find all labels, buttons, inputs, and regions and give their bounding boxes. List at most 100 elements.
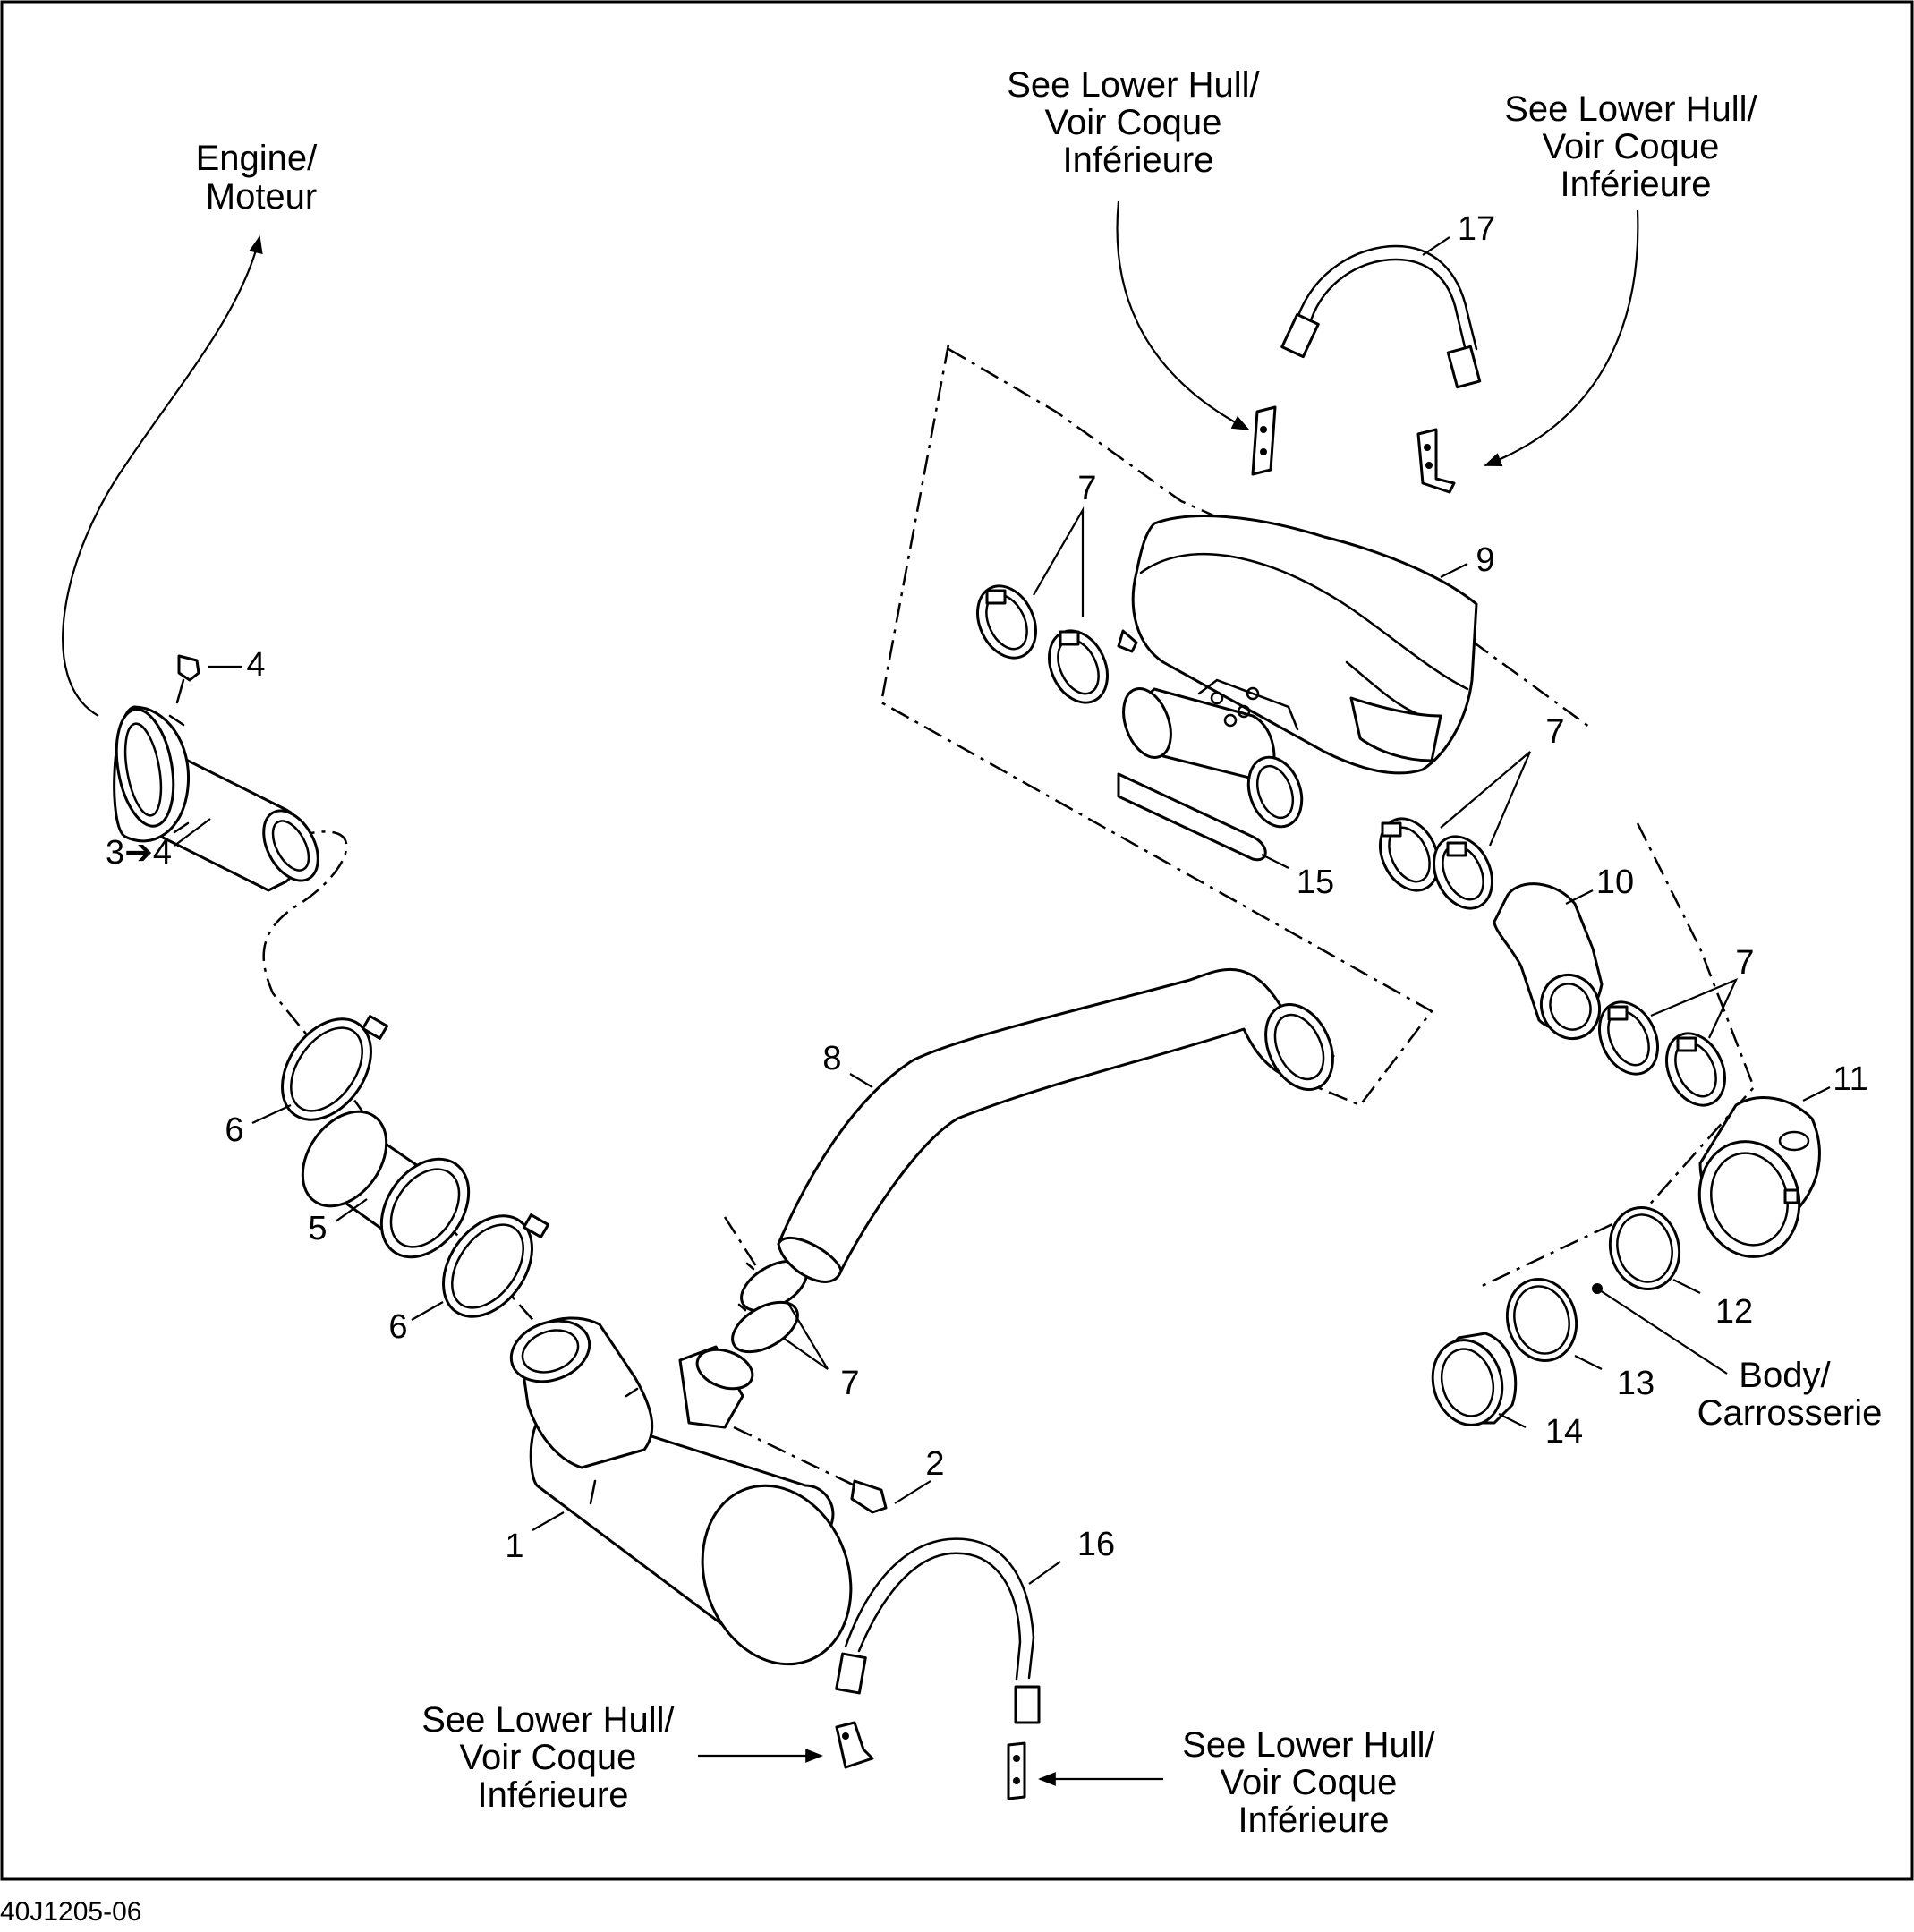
body-label-line2: Carrosserie <box>1697 1393 1883 1433</box>
part-6-clamp-upper <box>281 1015 389 1121</box>
part-2-temperature-sensor <box>844 1479 888 1514</box>
part-10-elbow-hose <box>1493 882 1604 1041</box>
leader-p15 <box>1261 854 1289 869</box>
leader-p5 <box>335 1198 368 1222</box>
engine-leader <box>62 235 263 717</box>
body-leader <box>1596 1288 1728 1375</box>
strap-17-bracket-right <box>1416 428 1456 494</box>
part-7-clamps-muffler <box>731 1259 808 1354</box>
hull-tr-line3: Inférieure <box>1561 165 1712 204</box>
callout-6b: 6 <box>388 1308 407 1346</box>
leader-p16 <box>1028 1561 1061 1585</box>
part-14-nut <box>1431 1332 1518 1426</box>
callout-10: 10 <box>1596 864 1634 901</box>
leader-p2 <box>894 1480 931 1504</box>
body-label-line1: Body/ <box>1739 1356 1831 1395</box>
assembly-line-sensor <box>733 1426 855 1487</box>
see-lower-hull-bottom-right: See Lower Hull/ Voir Coque Inférieure <box>1182 1725 1445 1840</box>
engine-label-line2: Moteur <box>206 177 318 217</box>
callout-17: 17 <box>1458 210 1495 248</box>
hull-br-line2: Voir Coque <box>1220 1763 1397 1802</box>
part-13-gasket <box>1505 1277 1578 1363</box>
part-8-exhaust-hose <box>777 967 1335 1283</box>
callout-1: 1 <box>505 1528 523 1565</box>
leader-p1 <box>532 1511 565 1531</box>
part-9-resonator <box>1117 515 1478 829</box>
strap-16-bracket-left <box>835 1721 874 1769</box>
strap-17-bracket-left <box>1251 405 1277 476</box>
hull-bl-line2: Voir Coque <box>459 1738 636 1777</box>
hull-br-line3: Inférieure <box>1238 1800 1390 1840</box>
hull-tr-line1: See Lower Hull/ <box>1504 89 1757 129</box>
assembly-line-upper <box>262 830 538 1325</box>
see-lower-hull-top-left: See Lower Hull/ Voir Coque Inférieure <box>1007 65 1270 180</box>
callout-14: 14 <box>1545 1413 1583 1451</box>
callout-5: 5 <box>308 1210 327 1247</box>
callout-7c: 7 <box>1735 944 1754 982</box>
leader-p12 <box>1672 1279 1701 1294</box>
part-7-clamps-box-inlet <box>976 584 1109 704</box>
leader-p13 <box>1574 1355 1603 1370</box>
part-1-muffler <box>509 1316 853 1666</box>
callout-2: 2 <box>925 1445 944 1483</box>
leader-p8 <box>849 1073 873 1088</box>
callout-7d: 7 <box>840 1365 859 1402</box>
leader-p10 <box>1565 889 1594 905</box>
hull-bl-line1: See Lower Hull/ <box>421 1700 675 1740</box>
callout-12: 12 <box>1715 1293 1753 1331</box>
part-7-clamps-outlet <box>1598 1000 1726 1107</box>
leader-p9 <box>1440 563 1468 578</box>
assembly-line-box <box>880 344 1433 1107</box>
callout-6a: 6 <box>225 1111 243 1149</box>
callout-13: 13 <box>1617 1365 1655 1402</box>
callout-3: 3➔4 <box>106 834 172 872</box>
diagram-frame <box>0 0 1914 1881</box>
hull-tl-line1: See Lower Hull/ <box>1007 65 1260 105</box>
callout-7a: 7 <box>1077 470 1096 507</box>
callout-4: 4 <box>246 646 265 684</box>
assembly-line-clamps7 <box>723 1216 789 1316</box>
hull-arrow-top-right <box>1484 209 1639 467</box>
part-17-retaining-strap-upper <box>1280 244 1482 389</box>
strap-16-bracket-right <box>1007 1741 1026 1800</box>
callout-9: 9 <box>1476 541 1494 579</box>
callout-16: 16 <box>1077 1526 1115 1563</box>
leader-p3 <box>174 818 211 847</box>
see-lower-hull-bottom-left: See Lower Hull/ Voir Coque Inférieure <box>421 1700 685 1815</box>
callout-11: 11 <box>1833 1060 1867 1098</box>
leader-p6a <box>251 1104 292 1124</box>
hull-tl-line3: Inférieure <box>1063 140 1214 180</box>
part-16-retaining-strap-lower <box>835 1537 1041 1724</box>
body-label: Body/ Carrosserie <box>1697 1356 1883 1433</box>
leader-p7d <box>782 1301 829 1370</box>
leader-p6b <box>411 1301 444 1321</box>
leader-p17 <box>1422 236 1450 256</box>
part-5-rubber-sleeve <box>301 1110 471 1259</box>
leader-p11 <box>1802 1086 1831 1102</box>
hull-arrow-top-left <box>1116 200 1250 430</box>
hull-bl-line3: Inférieure <box>478 1775 629 1815</box>
leader-p7a <box>1033 506 1085 617</box>
hull-tr-line2: Voir Coque <box>1542 127 1719 166</box>
part-6-clamp-lower <box>442 1213 550 1318</box>
part-15-heat-shield <box>1117 772 1267 862</box>
leader-p7c <box>1650 977 1739 1039</box>
part-4-elbow-fitting <box>175 654 200 704</box>
part-7-clamps-box-outlet <box>1379 817 1493 910</box>
callout-15: 15 <box>1297 864 1334 901</box>
hull-tl-line2: Voir Coque <box>1044 103 1221 142</box>
callout-8: 8 <box>822 1040 841 1077</box>
part-12-gasket <box>1608 1205 1681 1291</box>
see-lower-hull-top-right: See Lower Hull/ Voir Coque Inférieure <box>1504 89 1767 204</box>
part-11-outlet-elbow <box>1697 1096 1821 1258</box>
engine-label-line1: Engine/ <box>196 139 319 178</box>
hull-br-line1: See Lower Hull/ <box>1182 1725 1435 1765</box>
engine-label: Engine/ Moteur <box>196 139 328 217</box>
callout-7b: 7 <box>1545 713 1564 751</box>
figure-code: 40J1205-06 <box>0 1897 141 1927</box>
leader-p7b <box>1440 751 1532 847</box>
part-3-exhaust-pipe <box>113 705 319 892</box>
assembly-line-outlet <box>1476 822 1756 1290</box>
leader-p14 <box>1498 1413 1527 1428</box>
